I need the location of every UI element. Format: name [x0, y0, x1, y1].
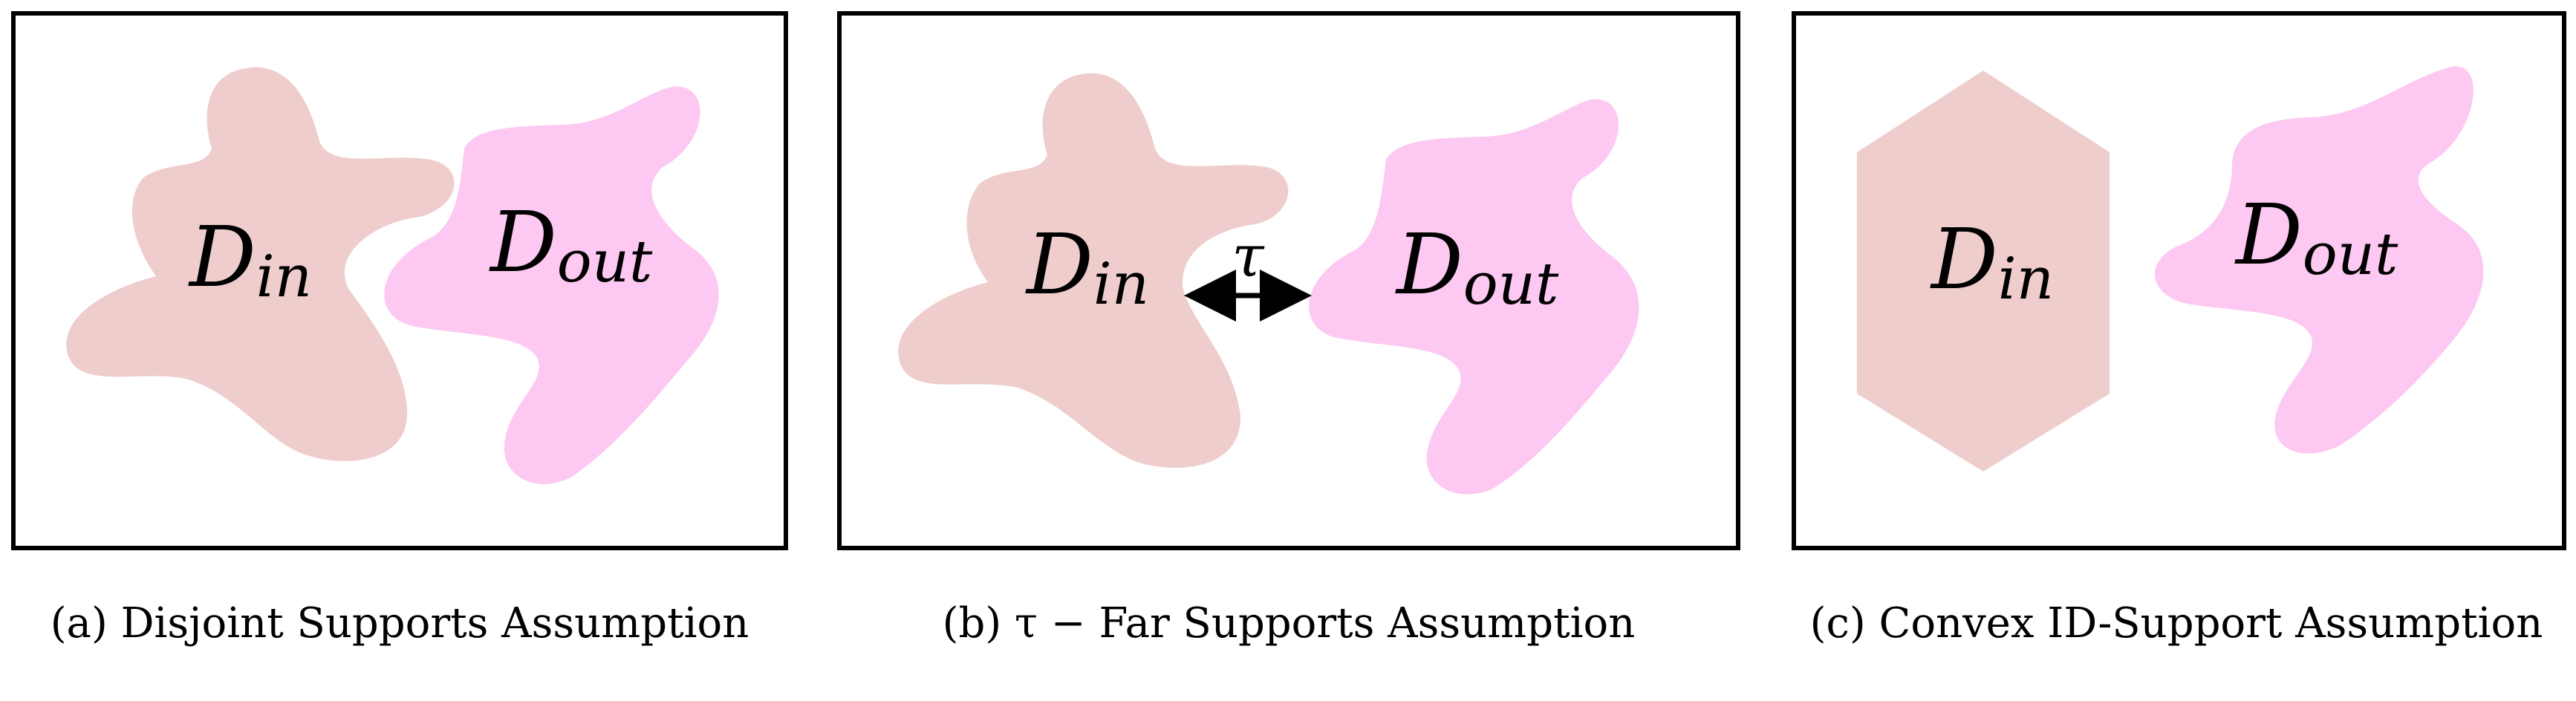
- panel-c-out-label: Dout: [2234, 187, 2398, 288]
- panel-b-caption: (b) τ − Far Supports Assumption: [943, 599, 1636, 648]
- panel-c-in-label: Din: [1930, 212, 2054, 313]
- panel-b-out-region: [1309, 99, 1639, 495]
- panel-a-in-label-sub: in: [256, 244, 312, 310]
- panel-a-in-label-base: D: [188, 209, 256, 306]
- panel-c-in-region: [1857, 71, 2110, 472]
- panel-b-out-label-sub: out: [1463, 251, 1559, 318]
- panel-c: Din Dout (c) Convex ID-Support Assumptio…: [1792, 11, 2566, 648]
- panel-b-in-region: [898, 73, 1289, 468]
- panel-a-out-region: [384, 86, 719, 484]
- panel-b: Din Dout τ (b) τ − Far Supports Assumpti…: [837, 11, 1740, 648]
- panel-a-out-label-sub: out: [557, 229, 653, 296]
- panel-a-caption: (a) Disjoint Supports Assumption: [51, 599, 749, 648]
- panel-b-in-label-base: D: [1025, 217, 1093, 313]
- panel-c-out-label-sub: out: [2303, 221, 2398, 288]
- panel-a-in-region: [66, 67, 455, 461]
- panel-b-in-label: Din: [1025, 217, 1149, 318]
- panel-b-out-label: Dout: [1395, 217, 1559, 318]
- panel-c-out-region: [2154, 66, 2484, 454]
- panel-a-out-label-base: D: [489, 195, 557, 291]
- panel-a-out-label: Dout: [489, 195, 653, 296]
- panel-b-in-label-sub: in: [1093, 251, 1149, 318]
- panel-b-out-label-base: D: [1395, 217, 1463, 313]
- panel-c-out-label-base: D: [2234, 187, 2303, 284]
- panel-c-caption: (c) Convex ID-Support Assumption: [1810, 599, 2543, 648]
- panel-c-in-label-base: D: [1930, 212, 1998, 308]
- panel-a-in-label: Din: [188, 209, 312, 310]
- panel-c-in-label-sub: in: [1998, 246, 2054, 313]
- panel-a: Din Dout (a) Disjoint Supports Assumptio…: [11, 11, 788, 648]
- panel-b-distance-label: τ: [1232, 224, 1265, 290]
